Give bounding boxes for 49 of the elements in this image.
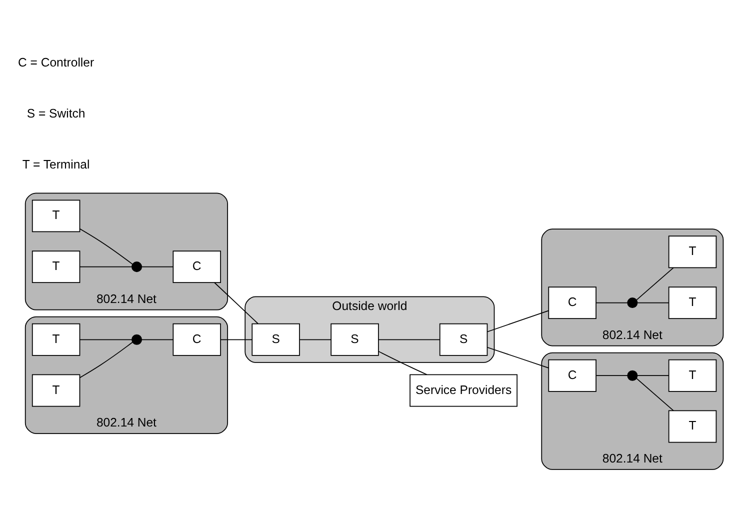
connector (596, 302, 628, 304)
node-label: 802.14 Net (96, 416, 156, 430)
connector (486, 346, 549, 368)
cluster (24, 316, 228, 434)
node-box: S (330, 323, 379, 356)
node-box: C (172, 323, 221, 356)
connector (637, 375, 670, 376)
connector (636, 267, 674, 300)
node-circle (627, 370, 638, 381)
label: C = Controller (18, 56, 94, 70)
connector (80, 228, 134, 265)
connector (636, 378, 674, 411)
connector (299, 339, 332, 340)
node-box: C (548, 286, 596, 320)
node-box: S (439, 323, 488, 356)
node-box: T (668, 236, 717, 268)
node-circle (132, 262, 142, 272)
node-box: C (172, 250, 221, 284)
node-label: 802.14 Net (602, 328, 662, 342)
connector (596, 375, 628, 376)
connector (79, 339, 132, 340)
node-box: T (32, 200, 80, 232)
node-box: T (668, 359, 717, 392)
cluster (541, 352, 724, 470)
node-box: T (32, 250, 80, 284)
label: T = Terminal (22, 157, 90, 172)
node-box: T (668, 410, 717, 443)
connector (141, 339, 174, 340)
connector (79, 266, 132, 268)
node-box: T (32, 323, 80, 356)
node-circle (132, 334, 142, 345)
label: S = Switch (26, 106, 86, 120)
connector (141, 266, 174, 268)
node-label: 802.14 Net (96, 292, 156, 306)
node-label: 802.14 Net (602, 452, 662, 466)
node-box: C (548, 359, 596, 392)
node-box: S (252, 323, 300, 356)
connector (220, 339, 252, 340)
connector (378, 339, 440, 340)
connector (80, 342, 134, 378)
node-box: Service Providers (410, 374, 518, 407)
connector (486, 310, 549, 332)
cluster (541, 228, 724, 346)
node-box: T (668, 286, 717, 320)
cluster (24, 192, 228, 310)
node-box: T (32, 374, 80, 407)
connector (637, 302, 670, 304)
node-circle (627, 298, 638, 308)
connector (214, 282, 258, 324)
